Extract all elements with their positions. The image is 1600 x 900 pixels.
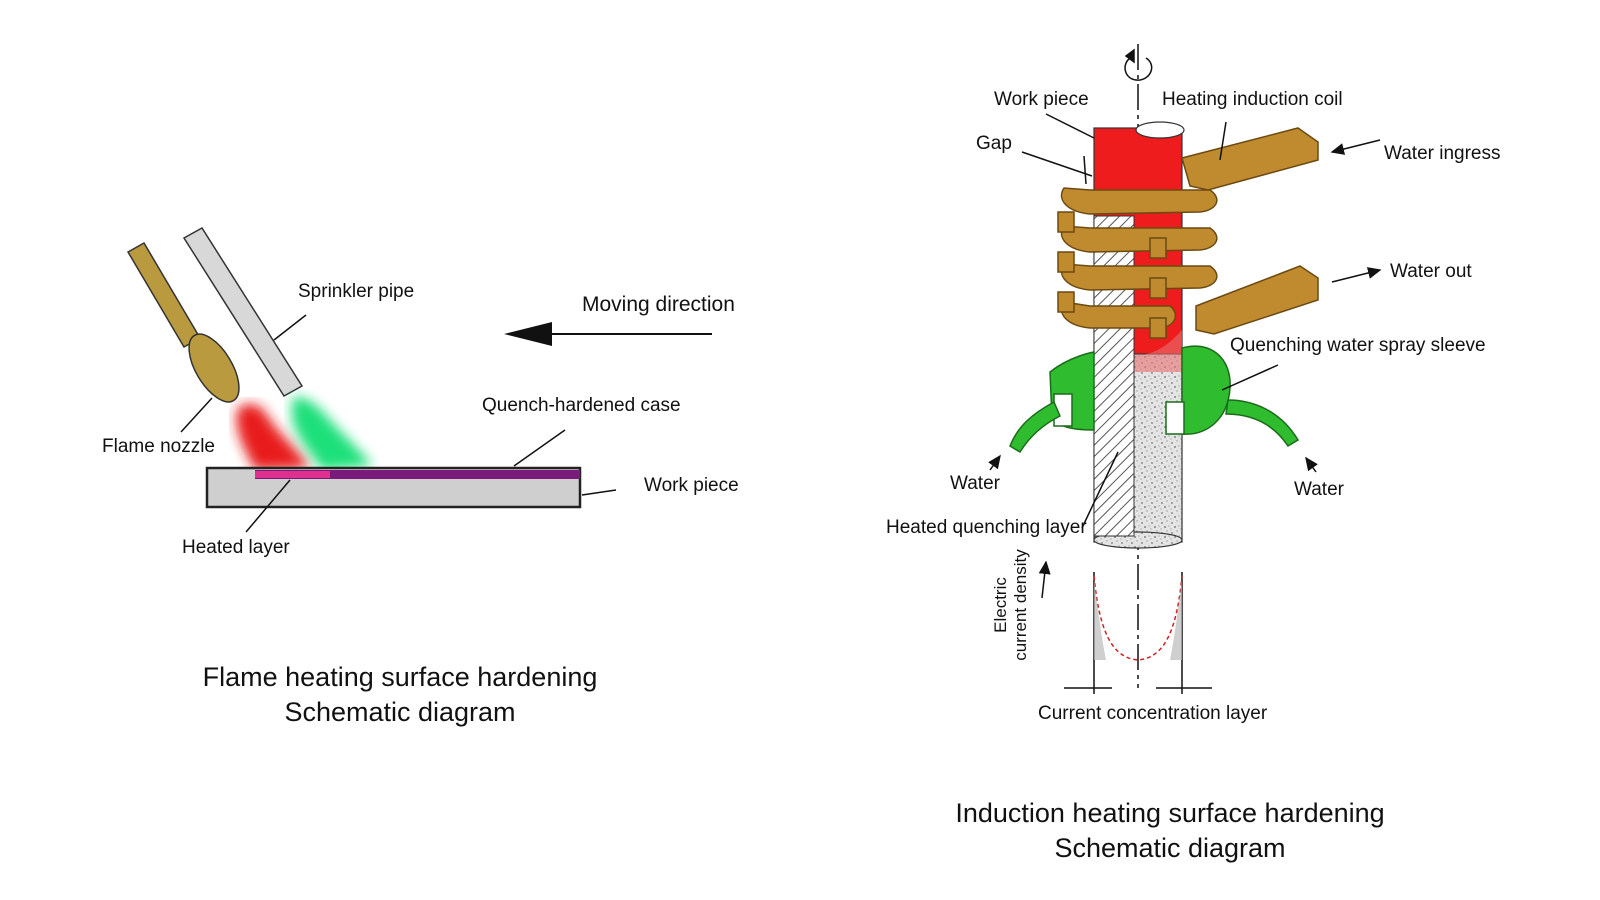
induction-caption-line1: Induction heating surface hardening — [955, 798, 1385, 828]
label-water-out: Water out — [1390, 261, 1472, 282]
flame-leader-lines — [180, 314, 617, 533]
label-quench-hardened-case: Quench-hardened case — [482, 395, 681, 416]
label-gap: Gap — [976, 133, 1012, 154]
flame-caption: Flame heating surface hardening Schemati… — [180, 660, 620, 730]
label-electric-current-density: Electric current density — [991, 540, 1031, 670]
label-water-right: Water — [1294, 479, 1344, 500]
induction-diagram — [988, 44, 1382, 694]
heated-layer-shape — [255, 471, 330, 478]
flame-shape — [236, 404, 310, 470]
induction-caption-line2: Schematic diagram — [1054, 833, 1286, 863]
flame-caption-line2: Schematic diagram — [284, 697, 516, 727]
moving-direction-arrow — [504, 322, 712, 346]
label-flame-nozzle: Flame nozzle — [102, 436, 215, 457]
flame-caption-line1: Flame heating surface hardening — [202, 662, 598, 692]
label-electric-current-density-line1: Electric — [991, 577, 1010, 633]
label-heated-layer: Heated layer — [182, 537, 290, 558]
workpiece-section-hatch — [1093, 215, 1135, 537]
label-current-concentration-layer: Current concentration layer — [1038, 703, 1268, 724]
label-quenching-water-spray-sleeve: Quenching water spray sleeve — [1230, 335, 1486, 356]
label-heating-induction-coil: Heating induction coil — [1162, 89, 1343, 110]
label-electric-current-density-line2: current density — [1011, 549, 1030, 661]
heating-coil-shape — [1057, 127, 1319, 339]
label-flame-work-piece: Work piece — [644, 475, 739, 496]
current-density-graph — [1038, 560, 1212, 694]
label-heated-quenching-layer: Heated quenching layer — [886, 517, 1087, 538]
flame-diagram — [126, 227, 712, 533]
sprinkler-pipe-shape — [182, 227, 304, 397]
label-sprinkler-pipe: Sprinkler pipe — [298, 281, 415, 302]
label-water-left: Water — [950, 473, 1000, 494]
label-induction-work-piece: Work piece — [994, 89, 1089, 110]
label-moving-direction: Moving direction — [582, 293, 735, 316]
quench-hardened-case-shape — [255, 470, 580, 479]
flame-nozzle-shape — [126, 241, 240, 403]
induction-caption: Induction heating surface hardening Sche… — [930, 796, 1410, 866]
induction-leader-lines — [988, 113, 1382, 529]
quench-sleeve-shape — [1009, 345, 1300, 454]
label-water-ingress: Water ingress — [1384, 143, 1501, 164]
quench-spray-shape — [292, 397, 372, 470]
